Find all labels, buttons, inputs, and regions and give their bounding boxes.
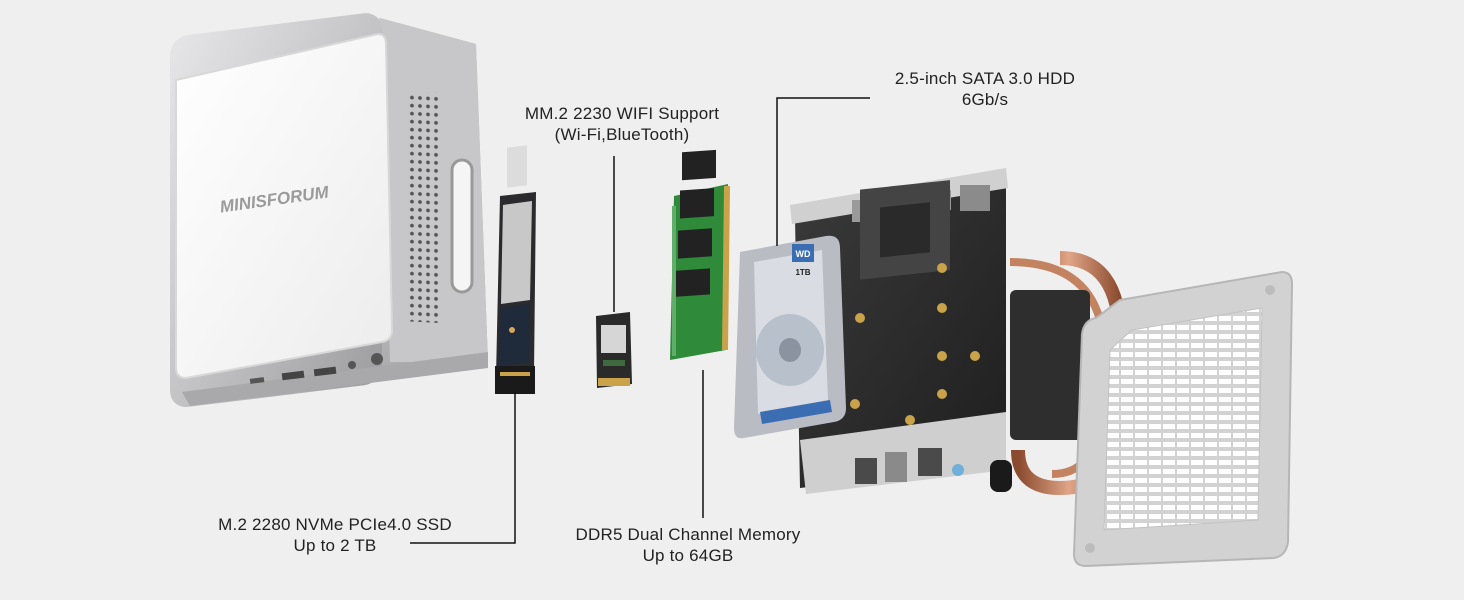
ssd-callout-line1: M.2 2280 NVMe PCIe4.0 SSD <box>218 515 452 534</box>
ssd-callout: M.2 2280 NVMe PCIe4.0 SSD Up to 2 TB <box>190 514 480 556</box>
ram-module <box>670 149 730 360</box>
ram-callout-line1: DDR5 Dual Channel Memory <box>575 525 801 544</box>
ram-callout: DDR5 Dual Channel Memory Up to 64GB <box>548 524 828 566</box>
hdd-callout: 2.5-inch SATA 3.0 HDD 6Gb/s <box>870 68 1100 110</box>
ssd-leader-line <box>410 392 516 544</box>
ram-callout-line2: Up to 64GB <box>642 546 734 565</box>
wifi-callout: MM.2 2230 WIFI Support (Wi-Fi,BlueTooth) <box>497 103 747 145</box>
hdd-2-5-inch: WD 1TB <box>734 235 846 439</box>
motherboard <box>790 168 1012 494</box>
m2-ssd-module <box>495 145 536 394</box>
mini-pc-chassis: MINISFORUM <box>170 13 488 408</box>
wifi-module <box>596 312 632 388</box>
bottom-bracket <box>1072 270 1294 568</box>
wifi-callout-line2: (Wi-Fi,BlueTooth) <box>554 125 690 144</box>
hdd-brand-label: WD <box>796 249 811 259</box>
ssd-callout-line2: Up to 2 TB <box>293 536 377 555</box>
hdd-capacity-label: 1TB <box>795 268 810 277</box>
hdd-callout-line2: 6Gb/s <box>961 90 1009 109</box>
hdd-leader-line <box>776 97 870 246</box>
wifi-callout-line1: MM.2 2230 WIFI Support <box>524 104 720 123</box>
hdd-callout-line1: 2.5-inch SATA 3.0 HDD <box>894 69 1076 88</box>
